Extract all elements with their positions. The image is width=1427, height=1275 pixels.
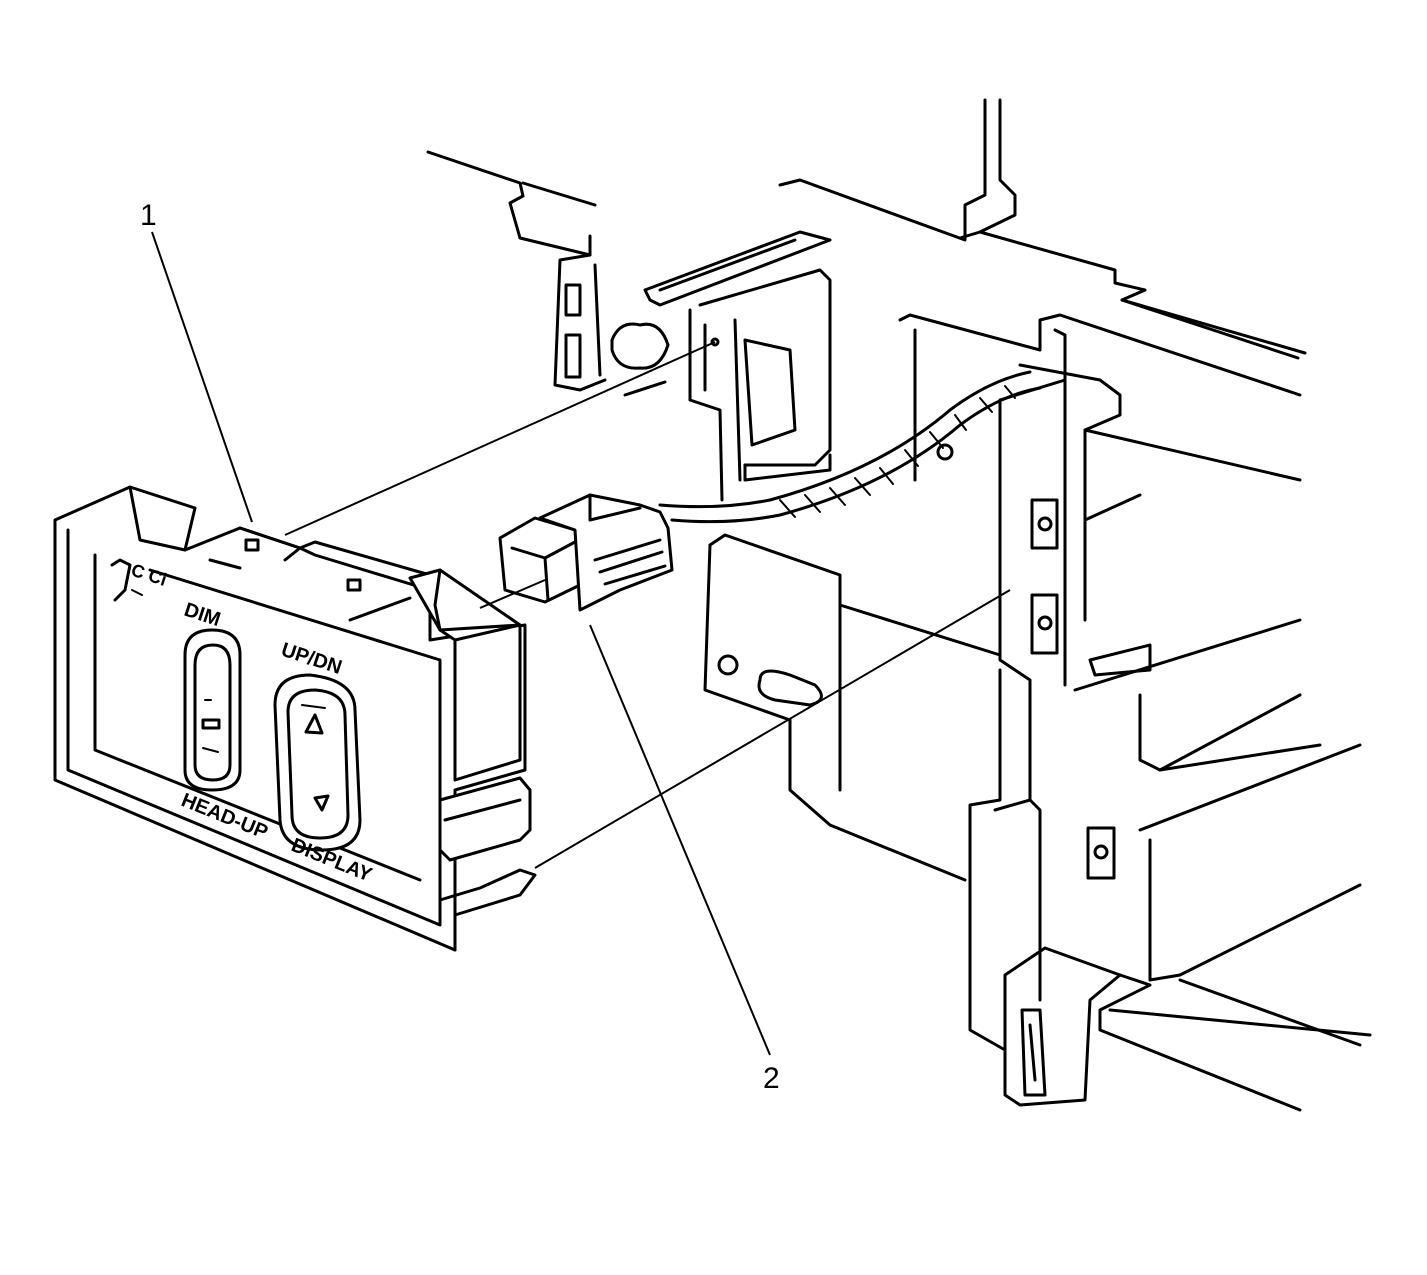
instrument-panel-structure: [426, 98, 1372, 1112]
callout-1: 1: [140, 199, 253, 523]
alignment-lines: [284, 337, 1011, 869]
callout-2: 2: [589, 624, 780, 1095]
callout-2-number: 2: [763, 1062, 780, 1095]
electrical-connector: [498, 493, 674, 612]
callout-1-number: 1: [140, 199, 157, 232]
head-up-display-switch: C Ci: [53, 485, 537, 952]
callout-2-leader: [589, 624, 771, 1056]
wiring-harness: [658, 370, 1042, 524]
callout-1-leader: [151, 231, 253, 523]
